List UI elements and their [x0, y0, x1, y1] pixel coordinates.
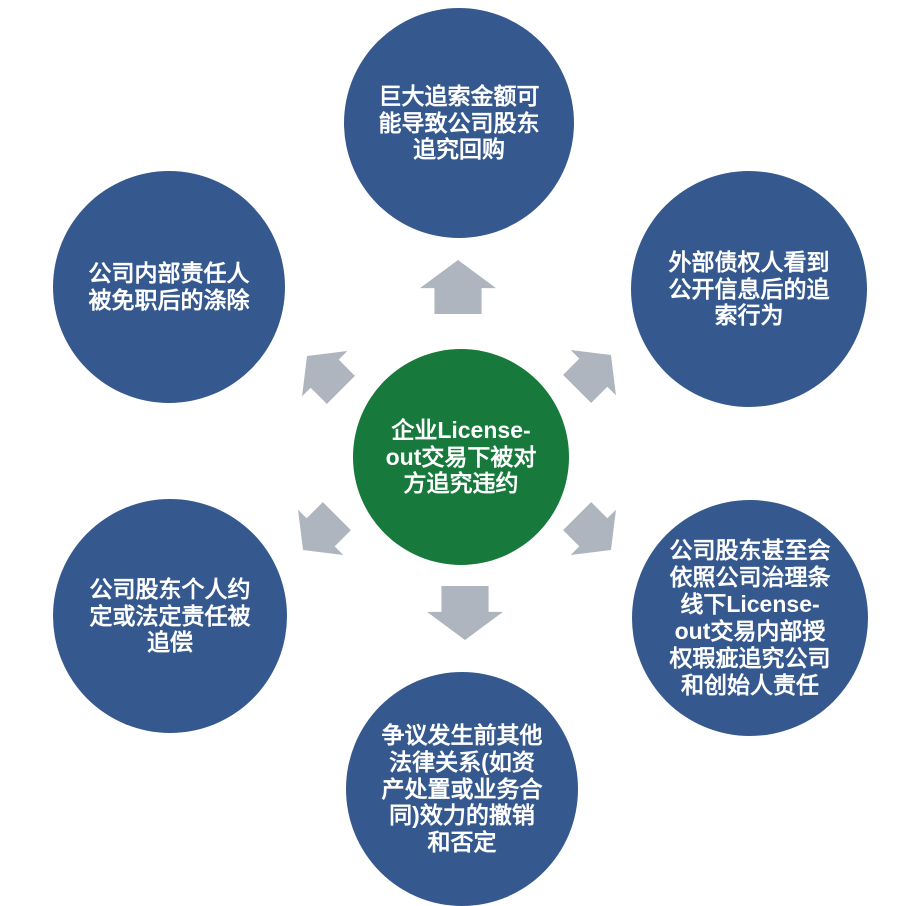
arrow-upper-right-icon	[554, 332, 633, 411]
arrow-upper-left-icon	[284, 333, 363, 412]
arrow-lower-right-icon	[554, 493, 633, 572]
node-top-left-removal-risk: 公司内部责任人 被免职后的涤除	[53, 171, 285, 403]
node-top-right-label: 外部债权人看到 公开信息后的追 索行为	[668, 248, 830, 329]
node-top-buyback-risk: 巨大追索金额可 能导致公司股东 追究回购	[344, 8, 574, 238]
node-bottom-left-label: 公司股东个人约 定或法定责任被 追偿	[89, 575, 251, 656]
arrow-down-icon	[427, 586, 503, 640]
node-bottom-label: 争议发生前其他 法律关系(如资 产处置或业务合 同)效力的撤销 和否定	[381, 721, 543, 856]
arrow-lower-left-icon	[280, 493, 359, 572]
node-bottom-right-governance-risk: 公司股东甚至会 依照公司治理条 线下License- out交易内部授 权瑕疵追…	[632, 500, 868, 736]
node-bottom-left-shareholder-liability-risk: 公司股东个人约 定或法定责任被 追偿	[53, 499, 287, 733]
center-node-license-out-breach: 企业License- out交易下被对 方追究违约	[353, 349, 569, 565]
center-node-label: 企业License- out交易下被对 方追究违约	[385, 416, 537, 497]
node-top-label: 巨大追索金额可 能导致公司股东 追究回购	[378, 82, 540, 163]
arrow-up-icon	[420, 260, 496, 314]
node-bottom-contract-revocation-risk: 争议发生前其他 法律关系(如资 产处置或业务合 同)效力的撤销 和否定	[346, 672, 578, 906]
node-top-left-label: 公司内部责任人 被免职后的涤除	[88, 260, 250, 313]
node-top-right-creditor-risk: 外部债权人看到 公开信息后的追 索行为	[631, 171, 867, 407]
node-bottom-right-label: 公司股东甚至会 依照公司治理条 线下License- out交易内部授 权瑕疵追…	[669, 537, 831, 698]
